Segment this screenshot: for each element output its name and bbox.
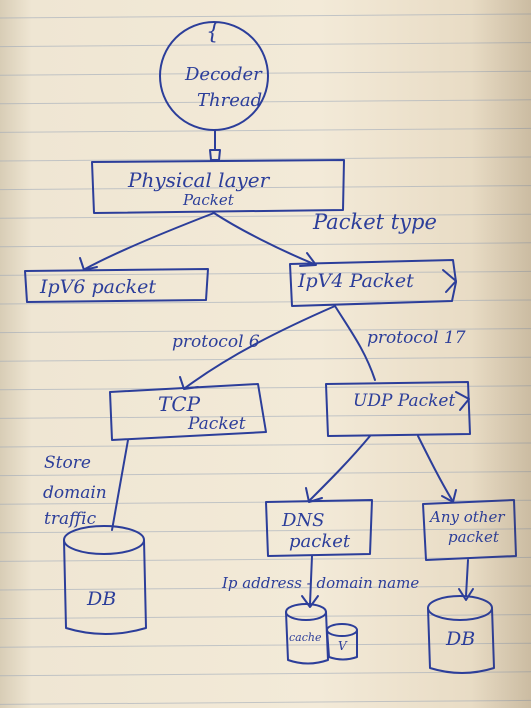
decoder-stem-tip: [209, 149, 221, 161]
ruled-line: [0, 385, 531, 391]
cache-label: cache: [289, 631, 322, 644]
dns-label-line2: packet: [289, 531, 351, 552]
ipv6-box: [24, 268, 209, 303]
decoder-brace: {: [206, 20, 220, 45]
ruled-line: [0, 642, 531, 648]
ruled-lines: [0, 13, 531, 705]
ruled-line: [0, 127, 531, 133]
store-label-line3: traffic: [44, 509, 97, 529]
ruled-line: [0, 213, 531, 219]
ipv4-box-arrow: [442, 269, 457, 293]
ipv6-label: IpV6 packet: [40, 276, 157, 298]
ruled-line: [0, 471, 531, 477]
physical-packet-label: Packet: [183, 191, 234, 209]
arrow-udp-to-dns: [309, 435, 371, 501]
ruled-line: [0, 356, 531, 362]
ruled-line: [0, 671, 531, 677]
db-cylinder-tcp: [63, 525, 147, 635]
arrowhead-db-other: [458, 588, 474, 601]
ruled-line: [0, 13, 531, 19]
udp-label: UDP Packet: [353, 391, 456, 411]
arrow-physical-to-ipv6: [84, 212, 215, 270]
decoder-label-line1: Decoder: [185, 64, 262, 85]
udp-box: [325, 381, 471, 437]
ruled-line: [0, 585, 531, 591]
small-cylinder: [326, 623, 358, 661]
db-tcp-label: DB: [87, 588, 117, 610]
dns-label-line1: DNS: [282, 510, 325, 531]
ruled-line: [0, 42, 531, 48]
ruled-line: [0, 614, 531, 620]
arrow-ipv4-to-udp: [334, 305, 376, 381]
line-tcp-to-db: [111, 439, 129, 531]
arrowhead-ipv4: [299, 252, 317, 267]
ruled-line: [0, 528, 531, 534]
arrow-ipv4-to-tcp: [184, 305, 336, 389]
cache-cylinder: [285, 603, 329, 665]
ruled-line: [0, 442, 531, 448]
ruled-line: [0, 70, 531, 76]
ip-domain-label: Ip address - domain name: [222, 574, 420, 592]
protocol17-label: protocol 17: [367, 328, 466, 348]
tcp-label-line2: Packet: [188, 414, 246, 434]
arrow-anyother-to-db: [465, 559, 469, 597]
ruled-line: [0, 242, 531, 248]
dns-box: [265, 499, 373, 557]
anyother-box: [422, 499, 517, 561]
db-cylinder-other: [427, 595, 495, 674]
decoder-label-line2: Thread: [197, 90, 263, 111]
arrow-physical-to-ipv4: [213, 212, 315, 265]
packet-type-label: Packet type: [313, 210, 437, 234]
ruled-line: [0, 328, 531, 334]
store-label-line2: domain: [43, 483, 107, 503]
udp-box-arrow: [455, 391, 470, 411]
ruled-line: [0, 99, 531, 105]
anyother-label-line2: packet: [448, 528, 499, 546]
db-other-label: DB: [446, 628, 476, 650]
ipv4-box: [289, 259, 457, 307]
ruled-line: [0, 156, 531, 162]
ruled-line: [0, 185, 531, 191]
protocol6-label: protocol 6: [172, 332, 260, 352]
store-label-line1: Store: [44, 453, 91, 473]
ruled-line: [0, 699, 531, 705]
ipv4-label: IpV4 Packet: [298, 270, 414, 292]
arrow-dns-to-cache: [309, 555, 313, 605]
arrow-udp-to-anyother: [417, 435, 453, 501]
arrowhead-cache: [301, 595, 319, 608]
tcp-label-line1: TCP: [158, 392, 201, 416]
physical-layer-label: Physical layer: [128, 168, 270, 192]
anyother-label-line1: Any other: [430, 508, 505, 526]
cache-v-label: V: [338, 639, 347, 653]
ruled-line: [0, 270, 531, 276]
ruled-line: [0, 413, 531, 419]
ruled-line: [0, 556, 531, 562]
tcp-box: [109, 383, 267, 441]
physical-layer-box: [91, 159, 345, 214]
